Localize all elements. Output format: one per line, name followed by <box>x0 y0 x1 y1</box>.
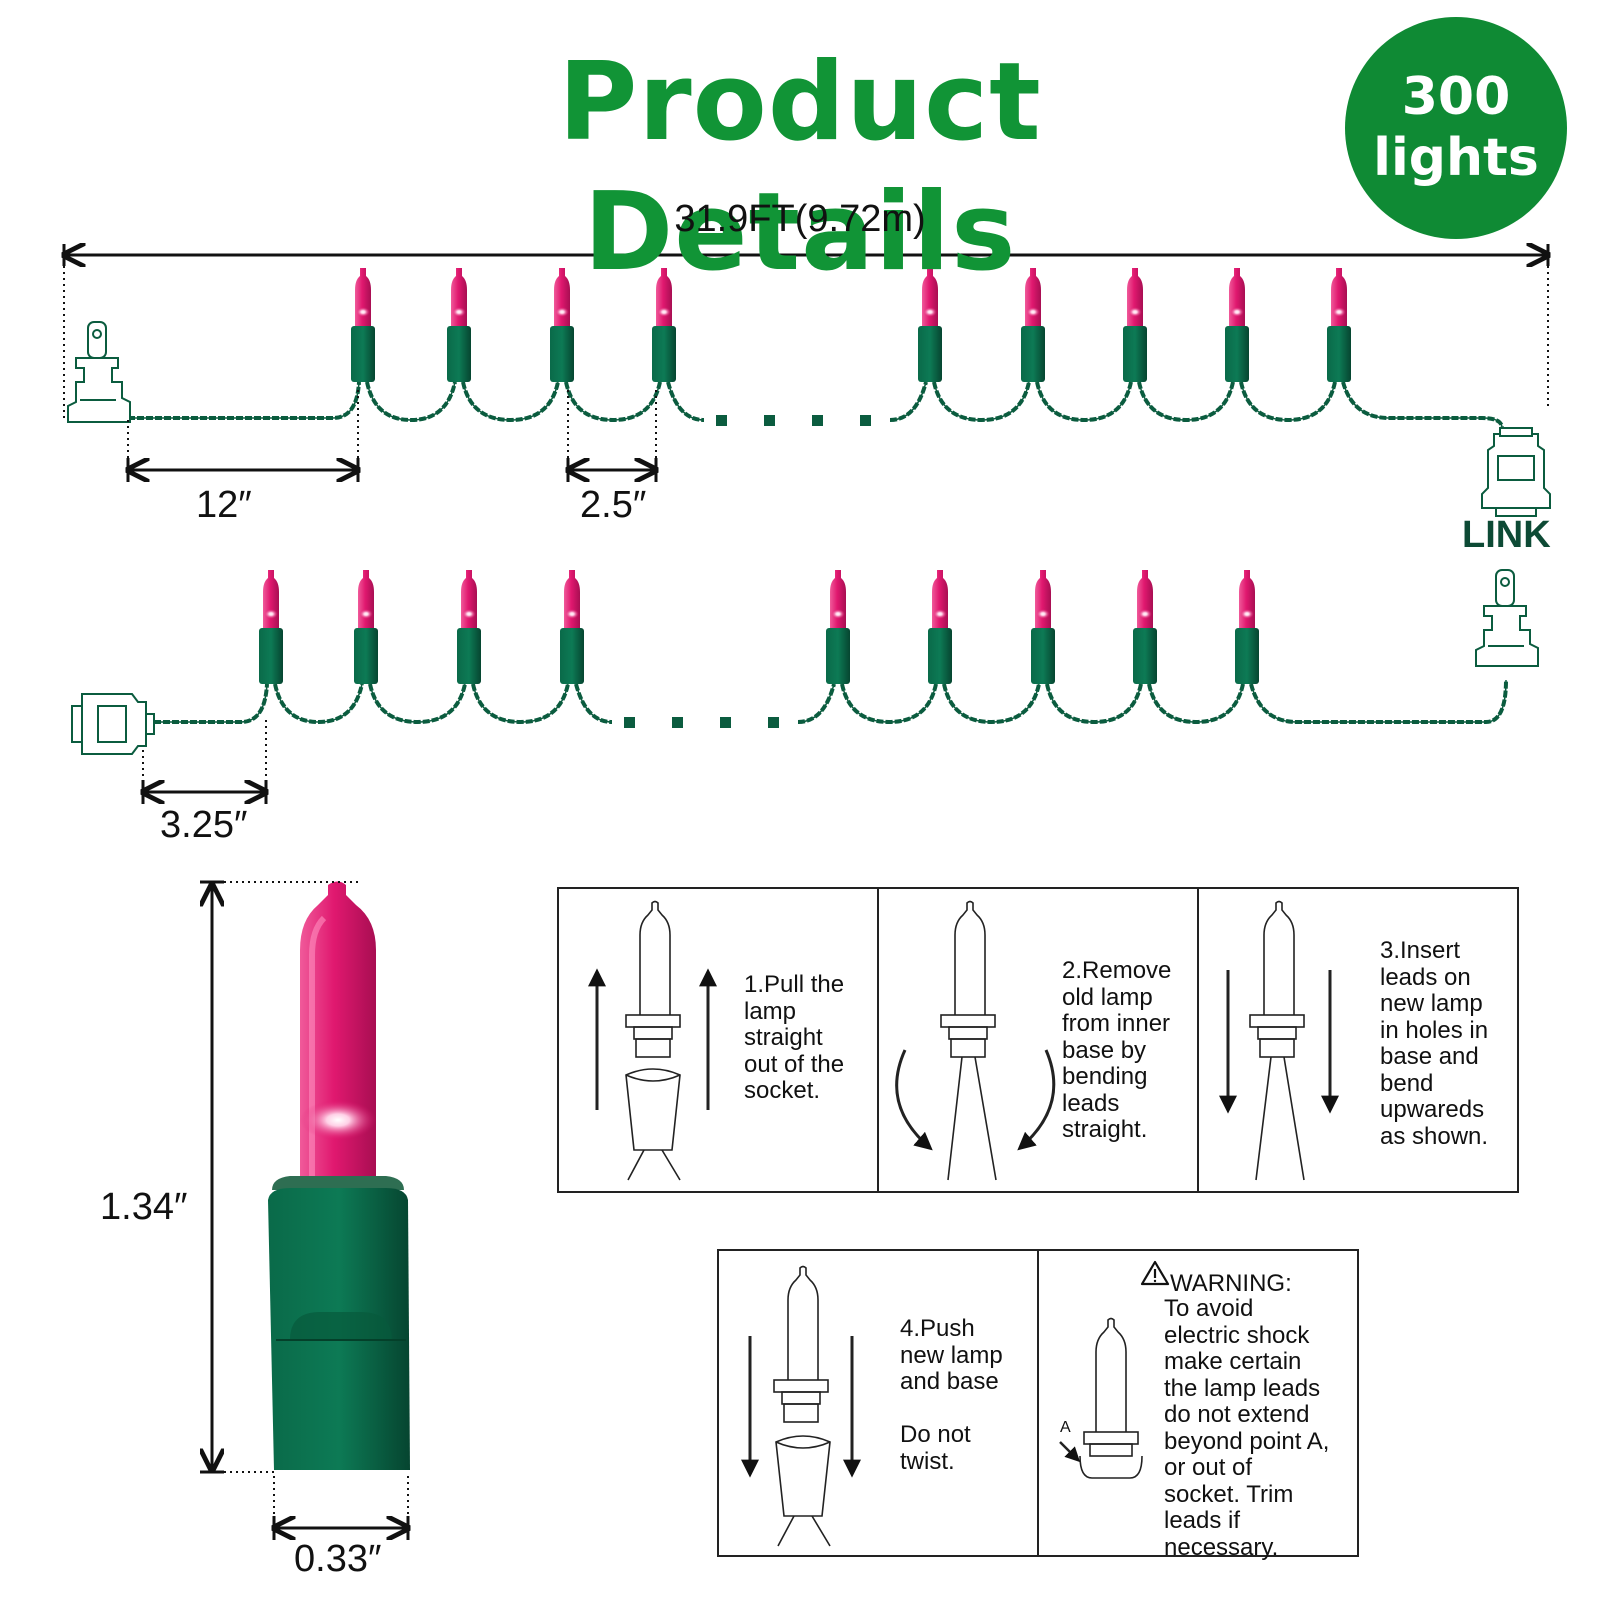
light-count-badge: 300 lights <box>1345 17 1567 239</box>
mini-bulb <box>1123 268 1147 382</box>
mini-bulb <box>550 268 574 382</box>
light-string-row-1 <box>128 268 1504 429</box>
light-count-number: 300 <box>1401 66 1511 127</box>
step4-illustration <box>741 1265 861 1547</box>
bulb-width-dimension <box>274 1476 408 1540</box>
instruction-panel-bottom <box>717 1249 1359 1557</box>
bulb-spacing-dimension <box>568 390 656 482</box>
bulb-width-label: 0.33″ <box>294 1538 382 1580</box>
socket-icon <box>1481 427 1551 517</box>
mini-bulb <box>1327 268 1351 382</box>
bulb-height-label: 1.34″ <box>100 1186 188 1228</box>
step4-text: 4.Push new lamp and base Do not twist. <box>900 1315 1003 1475</box>
light-string-row-2 <box>154 570 1508 728</box>
page-title: Product Details <box>558 40 1042 295</box>
mini-bulb <box>918 268 942 382</box>
mini-bulb <box>1225 268 1249 382</box>
mini-bulb <box>560 570 584 684</box>
wire-core <box>128 381 1503 429</box>
mini-bulb <box>652 268 676 382</box>
step3-text: 3.Insert leads on new lamp in holes in b… <box>1380 937 1489 1150</box>
mini-bulb <box>1235 570 1259 684</box>
end-lead-length-label: 3.25″ <box>160 804 248 846</box>
wire-core <box>154 679 1507 723</box>
continuation-dots <box>624 717 779 728</box>
instruction-panel-top <box>557 887 1519 1193</box>
step2-illustration <box>895 900 1056 1181</box>
mini-bulb <box>259 570 283 684</box>
step1-text: 1.Pull the lamp straight out of the sock… <box>744 971 845 1104</box>
mini-bulb <box>457 570 481 684</box>
warning-triangle-icon <box>1140 1260 1170 1286</box>
total-length-label: 31.9FT(9.72m) <box>674 198 926 240</box>
plug-icon <box>67 321 131 423</box>
mini-bulb <box>826 570 850 684</box>
warning-illustration <box>1059 1317 1143 1479</box>
lead-length-dimension <box>128 390 358 482</box>
mini-bulb <box>447 268 471 382</box>
mini-bulb <box>351 268 375 382</box>
socket-icon <box>71 693 155 755</box>
mini-bulb <box>1133 570 1157 684</box>
plug-icon <box>1475 569 1539 667</box>
total-length-dimension <box>64 244 1548 420</box>
end-lead-dimension <box>143 720 266 804</box>
mini-bulb <box>1031 570 1055 684</box>
step2-text: 2.Remove old lamp from inner base by ben… <box>1062 957 1172 1143</box>
mini-bulb <box>1021 268 1045 382</box>
warning-title: WARNING: <box>1170 1270 1292 1297</box>
mini-bulb <box>354 570 378 684</box>
bulb-spacing-label: 2.5″ <box>580 484 647 526</box>
mini-bulb <box>928 570 952 684</box>
step3-illustration <box>1219 900 1339 1181</box>
point-a-label: A <box>1060 1419 1071 1436</box>
link-connector-label: LINK <box>1462 514 1551 556</box>
warning-text: To avoid electric shock make certain the… <box>1164 1295 1330 1561</box>
step1-illustration <box>588 900 717 1181</box>
light-count-unit: lights <box>1373 128 1539 188</box>
bulb-height-dimension <box>200 880 360 1474</box>
continuation-dots <box>716 415 871 426</box>
large-bulb-illustration <box>268 881 410 1470</box>
lead-length-label: 12″ <box>196 484 252 526</box>
